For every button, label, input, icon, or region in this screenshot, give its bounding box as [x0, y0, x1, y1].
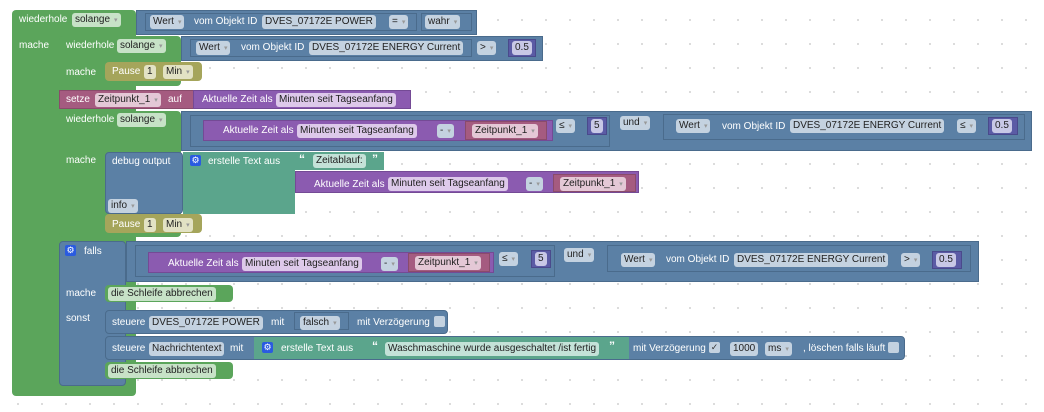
outer-cond-of: vom Objekt ID [194, 16, 258, 27]
ctrl1-label: steuere [112, 317, 146, 328]
if-do: mache [66, 288, 97, 299]
quote-close-icon: ” [372, 152, 378, 166]
inner-cond-value[interactable]: 0.5 [512, 41, 532, 55]
if-right-value[interactable]: 0.5 [936, 253, 956, 267]
set-keyword: setze [66, 94, 90, 105]
ctrl2-object[interactable]: Nachrichtentext [149, 342, 225, 356]
if-and[interactable]: und [564, 248, 595, 262]
ctrl2-clear: , löschen falls läuft [803, 343, 886, 354]
inner-while-keyword: wiederhole [66, 40, 115, 51]
ctrl2-with: mit [230, 343, 244, 354]
if-right-object[interactable]: DVES_07172E ENERGY Current [734, 253, 889, 267]
outer-while-mode[interactable]: solange [72, 13, 121, 27]
loop2-time-label: Aktuelle Zeit als [223, 125, 294, 136]
pause-value-2[interactable]: 1 [144, 218, 156, 232]
inner-cond-prop[interactable]: Wert [196, 41, 231, 55]
ctrl2-clear-checkbox[interactable] [888, 342, 899, 353]
loop2-right-prop[interactable]: Wert [676, 119, 711, 133]
if-right-of: vom Objekt ID [666, 254, 730, 265]
debug-label: debug output [112, 156, 171, 167]
outer-do-label: mache [19, 40, 50, 51]
if-right-prop[interactable]: Wert [621, 253, 656, 267]
loop2-right-op[interactable]: ≤ [957, 119, 977, 133]
ctrl1-delay-checkbox[interactable] [434, 316, 445, 327]
set-to: auf [168, 94, 182, 105]
if-time-fmt[interactable]: Minuten seit Tagseanfang [242, 257, 362, 271]
debug-minus[interactable]: - [526, 177, 543, 191]
quote-open-icon: “ [372, 339, 378, 353]
ctrl2-label: steuere [112, 343, 146, 354]
if-else: sonst [66, 313, 90, 324]
ctrl1-with: mit [271, 317, 285, 328]
break-label-2: die Schleife abbrechen [108, 364, 216, 378]
pause-value-1[interactable]: 1 [144, 65, 156, 79]
gear-icon[interactable]: ⚙ [262, 342, 273, 353]
outer-cond-object[interactable]: DVES_07172E POWER [262, 15, 376, 29]
pause-label-2: Pause [112, 219, 141, 230]
ctrl1-delay: mit Verzögerung [357, 317, 430, 328]
inner-do-label: mache [66, 67, 97, 78]
if-var[interactable]: Zeitpunkt_1 [415, 256, 481, 270]
loop2-left-op[interactable]: ≤ [556, 119, 576, 133]
ctrl2-create: erstelle Text aus [281, 343, 354, 354]
inner-cond-op[interactable]: > [477, 41, 497, 55]
pause-label-1: Pause [112, 66, 141, 77]
ctrl2-delay: mit Verzögerung [633, 343, 706, 354]
break-label-1: die Schleife abbrechen [108, 287, 216, 301]
debug-time-fmt[interactable]: Minuten seit Tagseanfang [388, 177, 508, 191]
loop2-left-value[interactable]: 5 [591, 119, 603, 133]
pause-unit-2[interactable]: Min [163, 218, 193, 232]
gear-icon[interactable]: ⚙ [65, 245, 76, 256]
debug-level[interactable]: info [108, 199, 138, 213]
debug-text[interactable]: Zeitablauf: [313, 154, 366, 168]
ctrl2-text[interactable]: Waschmaschine wurde ausgeschaltet /ist f… [385, 342, 600, 356]
ctrl2-delay-checkbox[interactable]: ✓ [709, 342, 720, 353]
outer-cond-prop[interactable]: Wert [150, 15, 185, 29]
ctrl1-object[interactable]: DVES_07172E POWER [149, 316, 263, 330]
ctrl2-unit[interactable]: ms [765, 342, 792, 356]
if-left-value[interactable]: 5 [535, 252, 547, 266]
loop2-minus[interactable]: - [437, 124, 454, 138]
loop2-mode[interactable]: solange [117, 113, 166, 127]
pause-unit-1[interactable]: Min [163, 65, 193, 79]
loop2-time-fmt[interactable]: Minuten seit Tagseanfang [297, 124, 417, 138]
inner-cond-object[interactable]: DVES_07172E ENERGY Current [309, 41, 464, 55]
loop2-right-object[interactable]: DVES_07172E ENERGY Current [790, 119, 945, 133]
if-time-label: Aktuelle Zeit als [168, 258, 239, 269]
set-time-fmt[interactable]: Minuten seit Tagseanfang [276, 93, 396, 107]
loop2-var[interactable]: Zeitpunkt_1 [472, 124, 538, 138]
quote-close-icon: ” [609, 339, 615, 353]
loop2-right-value[interactable]: 0.5 [992, 119, 1012, 133]
quote-open-icon: “ [299, 152, 305, 166]
if-minus[interactable]: - [381, 257, 398, 271]
if-right-op[interactable]: > [901, 253, 921, 267]
outer-while-keyword: wiederhole [19, 14, 68, 25]
set-var-name[interactable]: Zeitpunkt_1 [95, 93, 161, 107]
outer-cond-op[interactable]: = [389, 15, 409, 29]
inner-cond-of: vom Objekt ID [241, 42, 305, 53]
loop2-keyword: wiederhole [66, 114, 115, 125]
loop2-do: mache [66, 155, 97, 166]
if-keyword: falls [84, 246, 102, 257]
debug-create: erstelle Text aus [208, 156, 281, 167]
if-left-op[interactable]: ≤ [499, 252, 519, 266]
loop2-right-of: vom Objekt ID [722, 121, 786, 132]
debug-time-label: Aktuelle Zeit als [314, 179, 385, 190]
debug-text-join[interactable] [183, 152, 295, 214]
gear-icon[interactable]: ⚙ [190, 155, 201, 166]
outer-cond-value[interactable]: wahr [425, 15, 461, 29]
ctrl2-delay-value[interactable]: 1000 [730, 342, 759, 356]
set-time-label: Aktuelle Zeit als [202, 94, 273, 105]
loop2-and[interactable]: und [620, 116, 651, 130]
ctrl1-value[interactable]: falsch [300, 316, 340, 330]
inner-while-mode[interactable]: solange [117, 39, 166, 53]
debug-var[interactable]: Zeitpunkt_1 [560, 177, 626, 191]
